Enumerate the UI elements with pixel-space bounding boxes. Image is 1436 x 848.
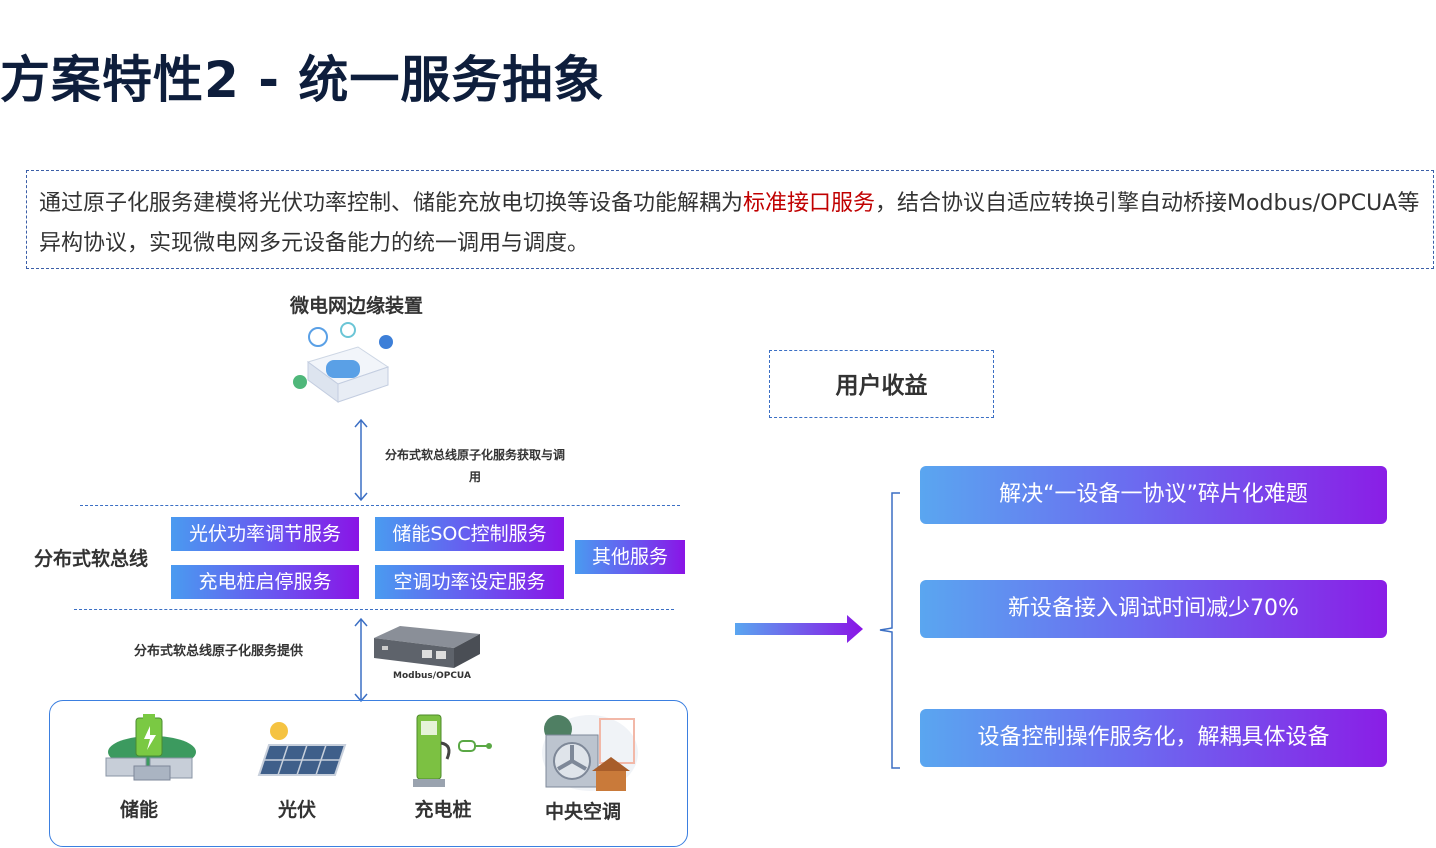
description-frame: [26, 170, 1434, 269]
benefits-heading: 用户收益: [835, 373, 928, 399]
gateway-label: Modbus/OPCUA: [393, 671, 471, 681]
benefit-item-3: 设备控制操作服务化，解耦具体设备: [920, 709, 1387, 767]
service-storage-soc: 储能SOC控制服务: [375, 517, 564, 551]
device-label-ac: 中央空调: [544, 801, 621, 823]
description-text: 通过原子化服务建模将光伏功率控制、储能充放电切换等设备功能解耦为标准接口服务，结…: [39, 184, 1429, 264]
service-ac-power: 空调功率设定服务: [375, 565, 564, 599]
charging-pile-icon: [413, 714, 492, 787]
benefits-heading-frame: [769, 350, 994, 418]
central-ac-icon: [542, 715, 638, 791]
benefit-item-1: 解决“一设备一协议”碎片化难题: [920, 466, 1387, 524]
service-charger-startstop: 充电桩启停服务: [171, 565, 359, 599]
storage-icon: [105, 714, 196, 781]
devices-container: [49, 700, 688, 847]
device-label-storage: 储能: [119, 799, 158, 821]
bottom-arrow-label: 分布式软总线原子化服务提供: [134, 644, 304, 659]
page-title: 方案特性2 - 统一服务抽象: [0, 51, 605, 109]
solar-panel-icon: [257, 722, 347, 776]
description-part1: 通过原子化服务建模将光伏功率控制、储能充放电切换等设备功能解耦为: [39, 191, 744, 216]
top-arrow-label: 分布式软总线原子化服务获取与调用: [384, 448, 565, 484]
edge-device-label: 微电网边缘装置: [290, 295, 424, 317]
top-double-arrow: [354, 418, 368, 502]
benefit-item-2: 新设备接入调试时间减少70%: [920, 580, 1387, 638]
right-gradient-arrow: [735, 615, 863, 643]
description-part2: ，结合协议自适应转换引擎自动桥接Modbus/OPCUA等异构协议，实现微电网多…: [39, 191, 1420, 256]
service-pv-power: 光伏功率调节服务: [171, 517, 359, 551]
device-label-charger: 充电桩: [414, 799, 472, 821]
bus-label: 分布式软总线: [34, 548, 149, 570]
benefits-bracket: [879, 492, 900, 769]
edge-device-icon: [293, 322, 393, 403]
bottom-double-arrow: [354, 617, 368, 703]
bus-bottom-line: [74, 609, 674, 610]
bus-top-line: [80, 505, 680, 506]
description-highlight: 标准接口服务: [743, 191, 876, 216]
gateway-device-icon: [374, 626, 480, 668]
service-other: 其他服务: [575, 540, 685, 574]
device-label-pv: 光伏: [277, 799, 316, 821]
